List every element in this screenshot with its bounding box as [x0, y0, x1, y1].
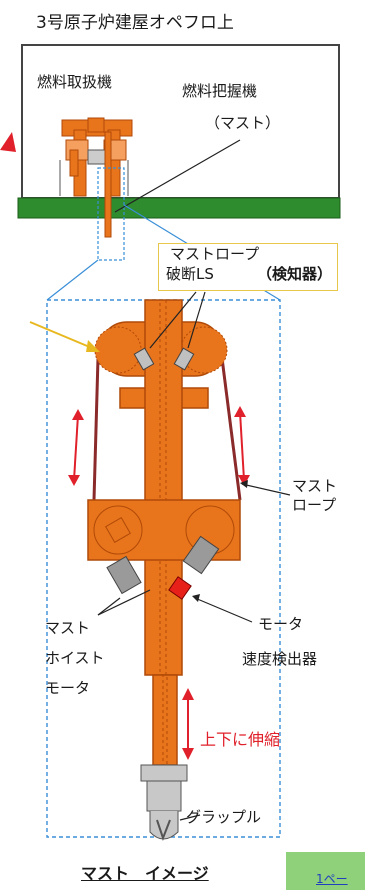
ls-callout-line-right: [187, 291, 206, 349]
rope-ls-callout-box: [158, 243, 338, 291]
rope-ls-left: [133, 347, 155, 371]
label-extend-retract: 上下に伸縮: [200, 730, 281, 749]
label-grapple: グラップル: [186, 808, 262, 826]
mast-large: [87, 299, 242, 841]
page-link[interactable]: 1ペー: [316, 872, 348, 886]
label-mast-rope-1: マスト: [292, 477, 338, 495]
grip-callout-line: [114, 139, 241, 213]
guide-line-left: [46, 259, 99, 301]
label-motor: モータ: [258, 615, 304, 633]
double-arrow-icon: [68, 406, 250, 760]
label-hoist-3: モータ: [45, 679, 91, 697]
ls-callout-line-left: [149, 291, 197, 349]
caption-mast-image: マスト イメージ: [81, 864, 209, 883]
label-fuel-handling-machine: 燃料取扱機: [37, 73, 113, 91]
label-hoist-2: ホイスト: [45, 649, 105, 667]
label-mast-rope-2: ロープ: [292, 496, 337, 514]
label-hoist-1: マスト: [45, 619, 91, 637]
rope-ls-right: [173, 347, 195, 371]
rope-callout-arrow: [240, 480, 248, 488]
label-fuel-grip-machine: 燃料把握機: [182, 82, 258, 100]
rope-callout-line: [241, 483, 291, 496]
label-detector: （検知器）: [257, 265, 333, 283]
operating-floor: [17, 197, 341, 219]
motor-callout-line: [194, 597, 253, 623]
label-mast-rope-ls-1: マストロープ: [170, 245, 260, 263]
small-dashed-box: [97, 167, 125, 261]
red-pointer-arrow-icon: [0, 132, 16, 152]
label-mast-rope-ls-2: 破断LS: [166, 265, 214, 283]
label-mast-paren: （マスト）: [205, 114, 281, 132]
callout-arrow-head: [86, 340, 100, 352]
motor-callout-arrow: [192, 594, 200, 602]
callout-arrow-icon: [29, 321, 93, 349]
page-link-box: [286, 852, 365, 890]
label-speed-detector: 速度検出器: [242, 650, 318, 668]
hoist-callout-line-1: [97, 589, 151, 616]
page-title: 3号原子炉建屋オペフロ上: [36, 13, 234, 33]
grapple-callout-line: [179, 814, 201, 821]
hoist-callout-line-2: [97, 597, 121, 616]
fuel-handling-machine-small: [59, 117, 133, 238]
